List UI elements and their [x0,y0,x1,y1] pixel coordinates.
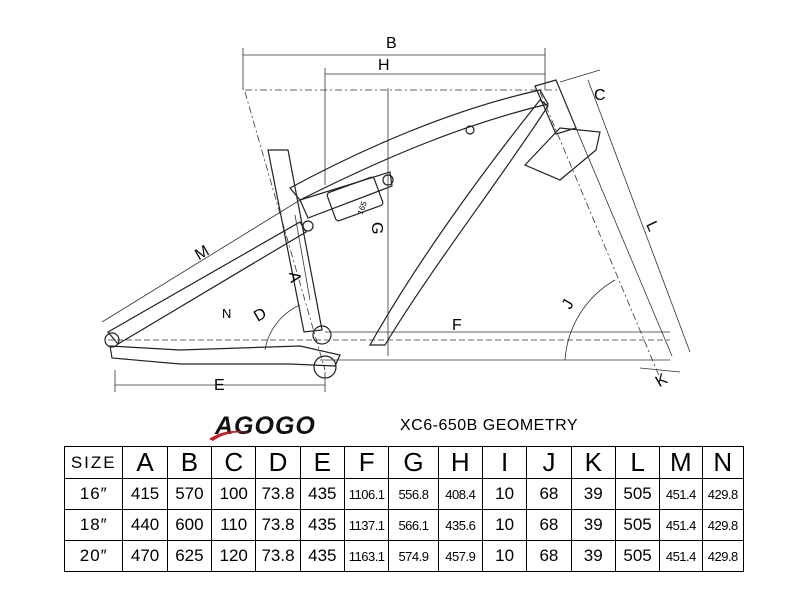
table-cell: 435 [299,509,345,541]
table-cell: 435.6 [437,509,483,541]
column-header: I [481,446,528,479]
table-cell: 10 [481,478,528,510]
label-D: D [251,305,270,326]
main-pivot [312,325,332,345]
size-header: SIZE [63,446,124,479]
table-cell: 39 [570,509,616,541]
table-cell: 39 [570,540,616,572]
label-J: J [559,297,578,312]
table-cell: 451.4 [659,509,703,541]
table-header-row: SIZE A B C D E F G H I J K L M N [63,446,745,479]
size-cell: 16″ [63,478,124,510]
table-cell: 73.8 [255,478,301,510]
column-header: K [570,446,616,479]
table-cell: 435 [299,478,345,510]
table-cell: 68 [526,540,572,572]
label-H: H [378,57,390,74]
table-row: 18″ 440 600 110 73.8 435 1137.1 566.1 43… [63,509,745,541]
column-header: D [255,446,301,479]
column-header: N [701,446,745,479]
table-row: 16″ 415 570 100 73.8 435 1106.1 556.8 40… [63,478,745,510]
head-tube [534,79,577,135]
table-cell: 73.8 [255,509,301,541]
geometry-table: SIZE A B C D E F G H I J K L M N 16″ 415… [63,446,745,572]
logo-swoosh-icon [209,431,249,441]
column-header: G [388,446,439,479]
dimension-lines [101,48,691,392]
chain-stay [109,345,341,367]
table-cell: 440 [122,509,168,541]
table-cell: 556.8 [388,478,439,510]
label-M: M [192,243,212,264]
table-cell: 68 [526,478,572,510]
table-cell: 1163.1 [343,540,390,572]
frame-geometry-diagram: B H C G L M A N D J F E K 165 [101,35,691,394]
table-cell: 451.4 [659,478,703,510]
column-header: M [659,446,703,479]
column-header: L [614,446,661,479]
table-cell: 574.9 [388,540,439,572]
label-C: C [594,87,606,104]
column-header: B [166,446,213,479]
label-F: F [452,317,462,334]
column-header: H [437,446,483,479]
frame-outline [104,79,601,379]
table-cell: 625 [166,540,213,572]
table-cell: 120 [211,540,257,572]
table-cell: 415 [122,478,168,510]
table-cell: 408.4 [437,478,483,510]
rear-shock [326,176,384,222]
label-K: K [653,371,671,391]
table-cell: 39 [570,478,616,510]
table-cell: 100 [211,478,257,510]
table-cell: 457.9 [437,540,483,572]
label-E: E [214,377,225,394]
table-row: 20″ 470 625 120 73.8 435 1163.1 574.9 45… [63,540,745,572]
brand-row: AGOGO XC6-650B GEOMETRY [209,412,635,442]
model-title: XC6-650B GEOMETRY [400,417,579,434]
table-cell: 429.8 [701,509,745,541]
label-L: L [642,219,661,234]
label-G: G [368,222,385,234]
table-cell: 110 [211,509,257,541]
size-cell: 20″ [63,540,124,572]
column-header: C [211,446,257,479]
table-cell: 451.4 [659,540,703,572]
column-header: J [526,446,572,479]
brand-logo-text: AGOGO [215,412,316,440]
table-cell: 470 [122,540,168,572]
table-cell: 68 [526,509,572,541]
fork-crown [523,127,601,181]
table-cell: 429.8 [701,478,745,510]
table-cell: 10 [481,540,528,572]
table-cell: 73.8 [255,540,301,572]
seat-stay [107,221,307,345]
table-cell: 1137.1 [343,509,390,541]
table-cell: 570 [166,478,213,510]
table-cell: 1106.1 [343,478,390,510]
size-cell: 18″ [63,509,124,541]
label-B: B [386,35,397,52]
table-cell: 505 [614,478,661,510]
table-cell: 505 [614,540,661,572]
table-cell: 566.1 [388,509,439,541]
label-A: A [285,271,304,285]
brand-logo: AGOGO [209,412,316,441]
column-header: F [343,446,390,479]
column-header: A [122,446,168,479]
top-tube [289,89,549,201]
table-cell: 600 [166,509,213,541]
down-tube [368,99,549,346]
column-header: E [299,446,345,479]
table-cell: 435 [299,540,345,572]
shock-marking: 165 [356,200,369,216]
label-N: N [222,306,231,321]
table-cell: 429.8 [701,540,745,572]
rocker-link [299,171,393,219]
table-cell: 505 [614,509,661,541]
seat-tube [267,149,323,333]
table-cell: 10 [481,509,528,541]
